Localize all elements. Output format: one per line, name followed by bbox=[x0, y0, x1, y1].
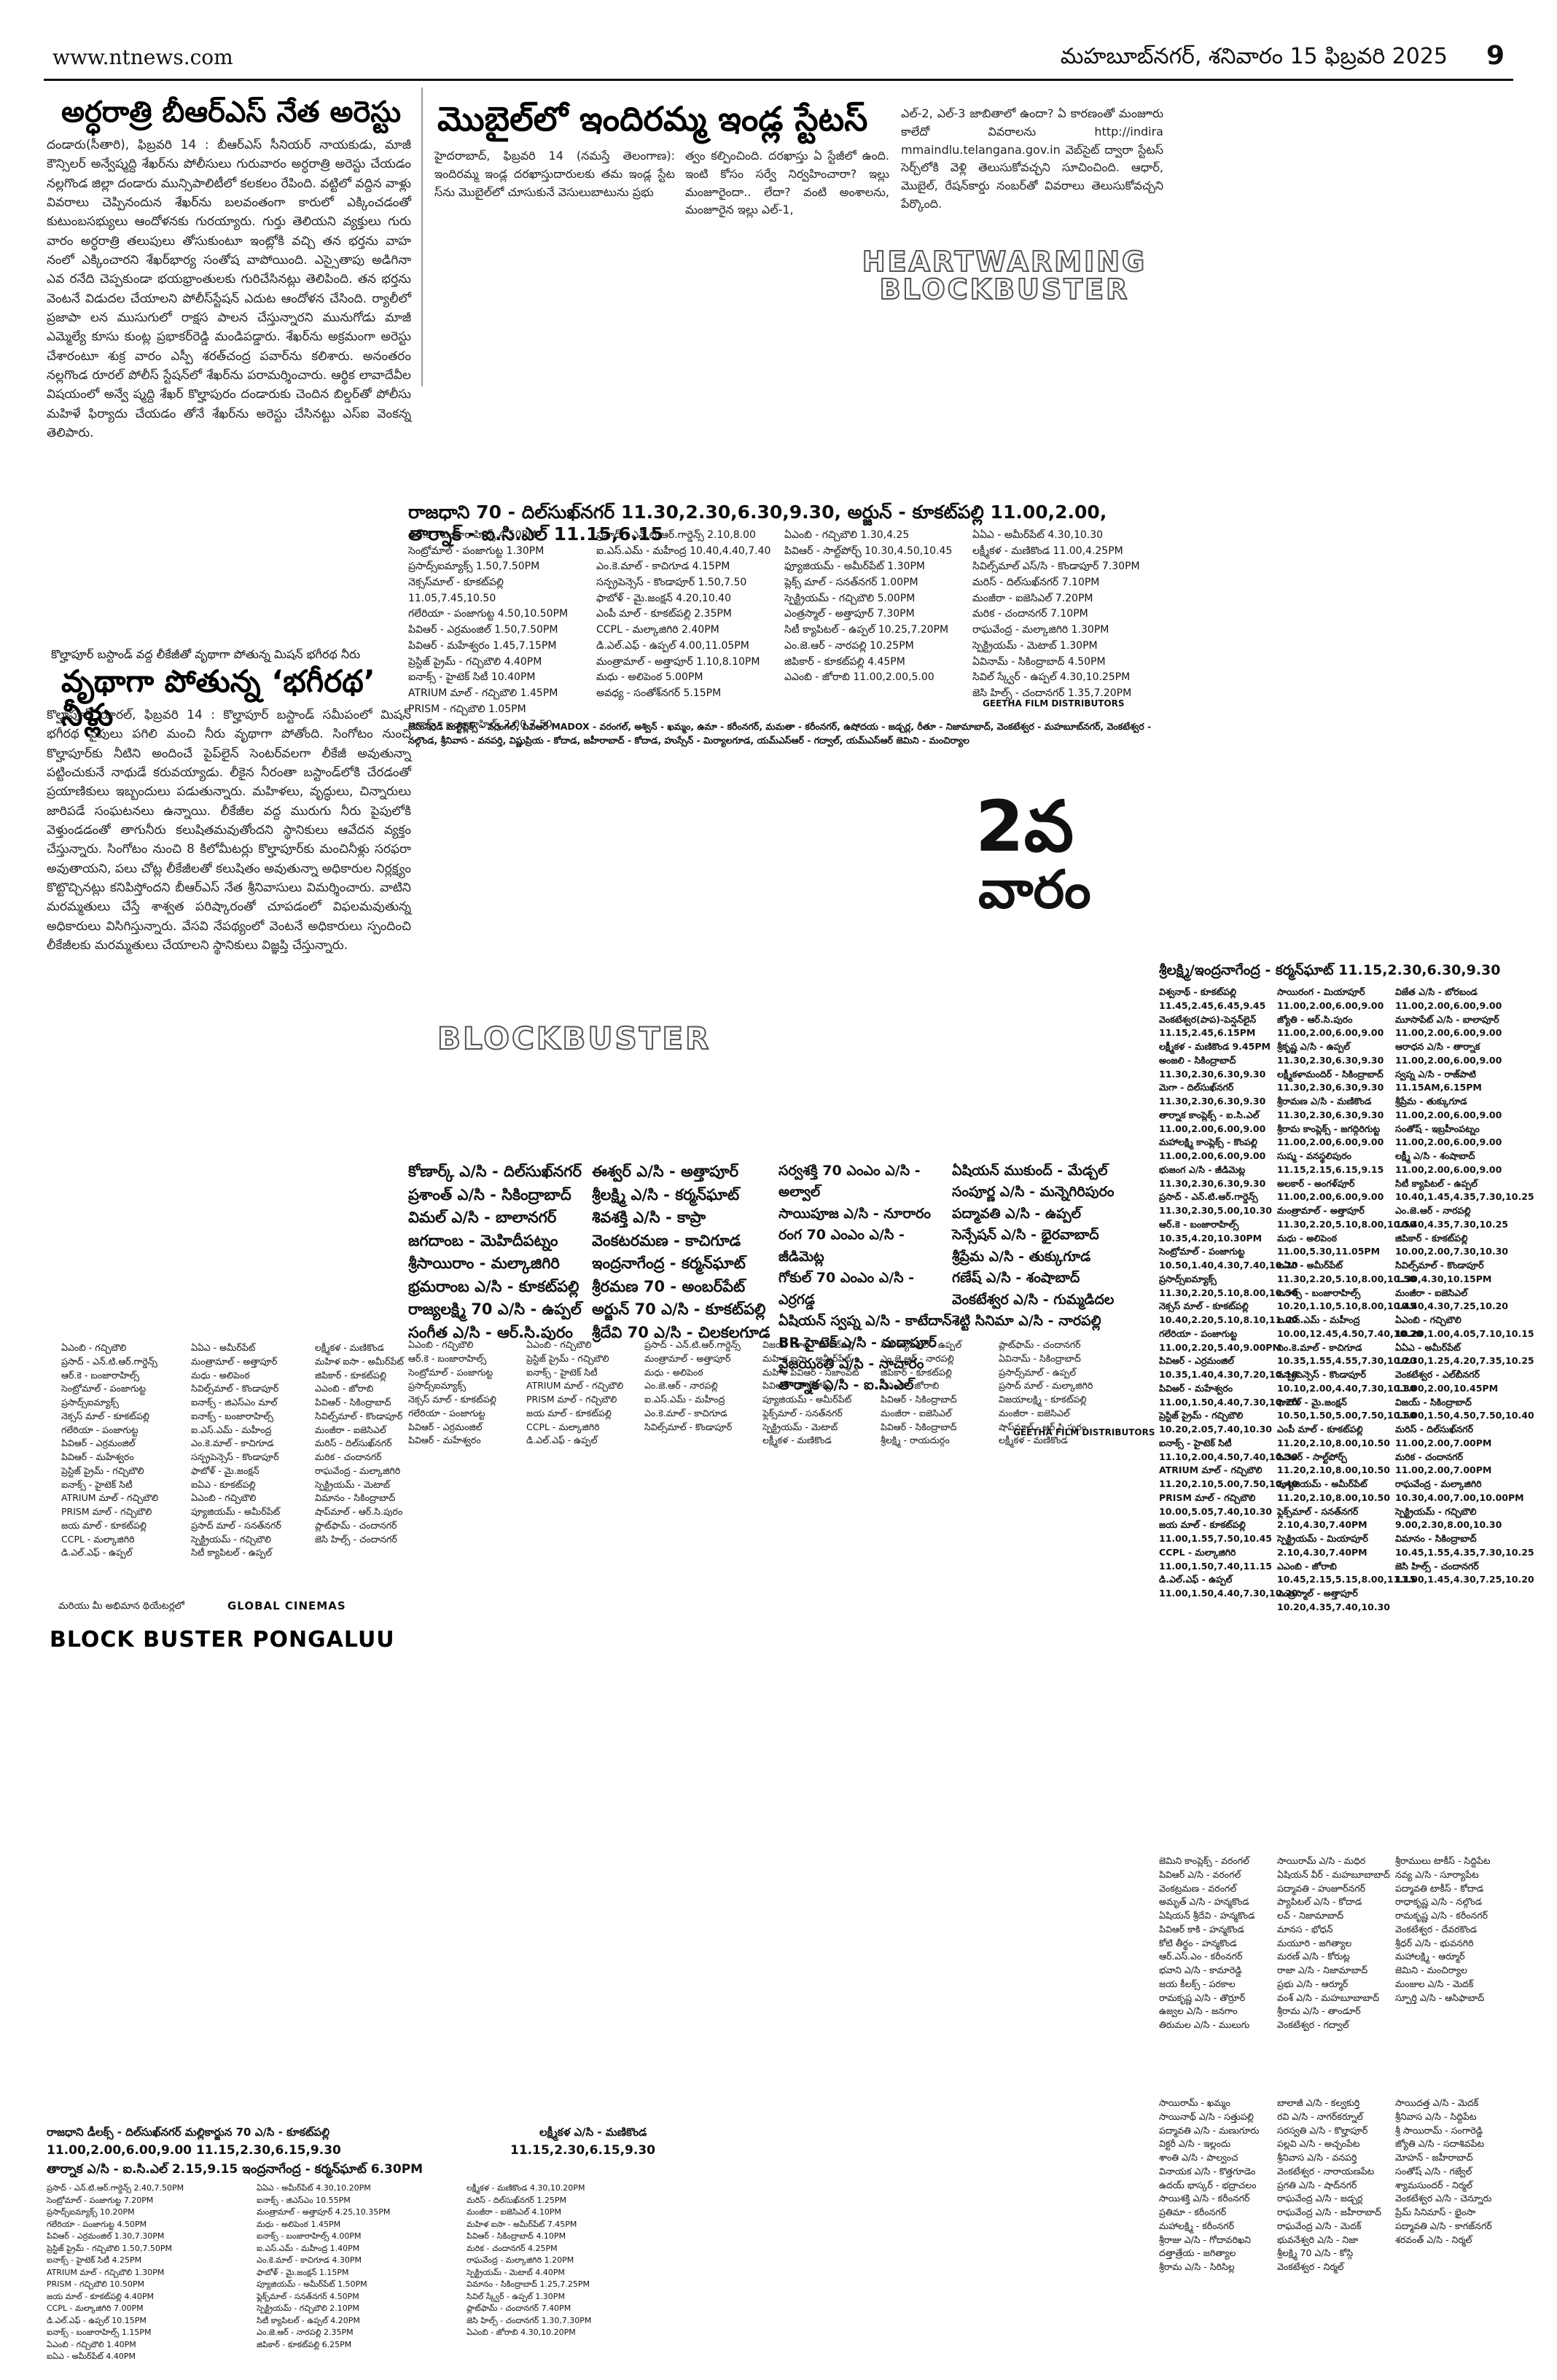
ad-bottom-times-a: 11.00,2.00,6.00,9.00 11.15,2.30,6.15,9.3… bbox=[47, 2143, 341, 2158]
ad-bottom-col2: ఏఏఎ - అమీర్‌పేట్ 4.30,10.20PM ఐనాక్స్ - … bbox=[257, 2183, 391, 2349]
ad-right-dist2: సాయిరామ్ ఎ/సి - మధిర ఏషియన్ వీర్ - మహబూబ… bbox=[1277, 1855, 1390, 2030]
column-divider bbox=[421, 87, 423, 386]
ad-right-col2: సాయిరంగ - మియాపూర్ 11.00,2.00,6.00,9.00 … bbox=[1277, 986, 1423, 1612]
edition-date: మహబూబ్‌నగర్, శనివారం 15 ఫిబ్రవరి 2025 bbox=[1060, 44, 1448, 69]
week-badge-number: 2వ bbox=[975, 786, 1074, 867]
ad-right-col1: విశ్వనాథ్ - కూకట్‌పల్లి 11.45,2.45,6.45,… bbox=[1159, 986, 1298, 1599]
ad-rajadhani-col3: ఏఎంబి - గచ్చిబౌలి 1.30,4.25 పివిఆర్ - సా… bbox=[784, 529, 953, 684]
ad-mid-col4: ఏషియన్ ముకుంద్ - మేడ్చల్ సంపూర్ణ ఎ/సి - … bbox=[952, 1163, 1115, 1330]
ad-bottom-times-b: 11.15,2.30,6.15,9.30 bbox=[510, 2143, 655, 2158]
week-badge-label: వారం bbox=[978, 859, 1091, 920]
ad-global-distributor: GLOBAL CINEMAS bbox=[227, 1599, 346, 1612]
ad-right-dist4: సాయిరామ్ - ఖమ్మం సాయినాథ్ ఎ/సి - సత్తుపల… bbox=[1159, 2097, 1260, 2272]
article2-col3: ఎల్-2, ఎల్-3 జాబితాలో ఉందా? ఏ కారణంతో మం… bbox=[901, 106, 1163, 211]
ad-bottom-headline-b: లక్ష్మీకళ ఎ/సి - మణికొండ bbox=[539, 2126, 647, 2139]
article3-title: వృథాగా పోతున్న ‘భగీరథ’ నీళ్లు bbox=[61, 663, 375, 733]
article3-kicker: కొల్హాపూర్ బస్టాండ్ వద్ద లీకేజీతో వృథాగా… bbox=[51, 647, 361, 661]
article1-title: అర్ధరాత్రి బీఆర్‌ఎస్ నేత అరెస్టు bbox=[61, 95, 402, 129]
ad-rajadhani-col1: ఆర్.కె - బంజారాహిల్స్ 4.50PM సెంట్రో‌మాల… bbox=[408, 529, 569, 731]
ad-right-dist1: జెమిని కాంప్లెక్స్ - వరంగల్ పివిఆర్ ఎ/సి… bbox=[1159, 1855, 1255, 2030]
ad-right-dist5: బాలాజీ ఎ/సి - కల్వకుర్తి రవి ఎ/సి - నాగర… bbox=[1277, 2097, 1381, 2272]
article1-body: దండారు(సీతారి), ఫిబ్రవరి 14 : బీఆర్‌ఎస్ … bbox=[47, 138, 411, 441]
ad-rajadhani-col2: ప్రసాద్ - ఎన్.టి.ఆర్.గార్డెన్స్ 2.10,8.0… bbox=[596, 529, 771, 699]
article3-body: కొల్హాపూర్ రూరల్, ఫిబ్రవరి 14 : కొల్హాపూ… bbox=[47, 708, 411, 953]
ad-bottom-headline-a: రాజధాని డీలక్స్ - దిల్‌సుఖ్‌నగర్ మల్లికా… bbox=[47, 2126, 330, 2139]
site-url[interactable]: www.ntnews.com bbox=[52, 45, 233, 69]
ad-tagline-blockbuster: BLOCKBUSTER bbox=[437, 1020, 711, 1057]
ad-mid-sub3: ప్రసాద్ - ఎన్.టి.ఆర్.గార్డెన్స్ మంత్రామా… bbox=[644, 1339, 741, 1432]
ad-rajadhani-headline: రాజధాని 70 - దిల్‌సుఖ్‌నగర్ 11.30,2.30,6… bbox=[408, 502, 1107, 545]
ad-mid-sub4: విజయ్ మాల్ - కూకట్‌పల్లి మహిళ ఐసా - అమీర… bbox=[762, 1339, 859, 1446]
ad-global-col2: ఏఏఎ - అమీర్‌పేట్ మంత్రామాల్ - అత్తాపూర్ … bbox=[191, 1342, 281, 1558]
ad-tagline-heartwarming: HEARTWARMING BLOCKBUSTER bbox=[862, 246, 1147, 305]
article2-col2: త్వం కల్పించింది. దరఖాస్తు ఏ స్టేజీలో ఉం… bbox=[685, 149, 889, 217]
ad-rajadhani-footer: జెమినిరెడ్ మల్టీప్లెక్స్ - వరంగల్, పివిఆ… bbox=[408, 721, 1152, 746]
ad-mid-sub2: ఏఎంబి - గచ్చిబౌలి ప్రెస్టిజ్ ప్రైమ్ - గచ… bbox=[526, 1339, 624, 1446]
ad-bottom-col3: లక్ష్మీకళ - మణికొండ 4.30,10.20PM మరిస్ -… bbox=[467, 2183, 592, 2337]
ad-rajadhani-distributor: GEETHA FILM DISTRIBUTORS bbox=[983, 698, 1125, 709]
ad-global-tagline: మరియు మీ అభిమాన థియేటర్లలో bbox=[58, 1601, 184, 1612]
ad-mid-col1: కోణార్క్ ఎ/సి - దిల్‌సుఖ్‌నగర్ ప్రశాంత్ … bbox=[408, 1163, 582, 1341]
ad-rajadhani-col4: ఏఏఎ - అమీర్‌పేట్ 4.30,10.30 లక్ష్మీకళ - … bbox=[972, 529, 1140, 699]
ad-global-banner: BLOCK BUSTER PONGALUU bbox=[50, 1627, 395, 1653]
ad-right-headline: శ్రీలక్ష్మి/ఇంద్రనాగేంద్ర - కర్మన్‌ఘాట్ … bbox=[1159, 962, 1501, 978]
article2-col1: హైదరాబాద్, ఫిబ్రవరి 14 (నమస్తే తెలంగాణ):… bbox=[434, 149, 675, 199]
ad-mid-sub5: సిటీ క్యాపిటల్ - ఉప్పల్ ఎం.జె.ఆర్ - నారప… bbox=[881, 1339, 962, 1446]
article2-title: మొబైల్‌లో ఇందిరమ్మ ఇండ్ల స్టేటస్ bbox=[437, 99, 868, 138]
ad-global-col1: ఏఎంబి - గచ్చిబౌలి ప్రసాద్ - ఎన్.టి.ఆర్.గ… bbox=[61, 1342, 159, 1558]
ad-mid-sub6: ప్లాట్‌ఫామ్ - చందానగర్ ఏవినామ్ - సికింద్… bbox=[999, 1339, 1093, 1446]
header-rule bbox=[44, 79, 1513, 81]
ad-mid-col3: సర్వశక్తి 70 ఎంఎం ఎ/సి - అల్వాల్ సాయిపూజ… bbox=[778, 1163, 952, 1394]
ad-right-dist3: శ్రీరాములు టాకీస్ - సిద్దిపేట నవ్య ఎ/సి … bbox=[1395, 1855, 1491, 2003]
page-number: 9 bbox=[1486, 41, 1505, 71]
ad-mid-sub1: ఏఎంబి - గచ్చిబౌలి ఆర్.కె - బంజారాహిల్స్ … bbox=[408, 1339, 496, 1446]
ad-mid-distributor: GEETHA FILM DISTRIBUTORS bbox=[1013, 1427, 1155, 1437]
ad-right-dist6: సాయిదత్త ఎ/సి - మెదక్ శ్రీనివాస ఎ/సి - స… bbox=[1395, 2097, 1492, 2245]
ad-bottom-col1: ప్రసాద్ - ఎన్.టి.ఆర్.గార్డెన్స్ 2.40,7.5… bbox=[47, 2183, 184, 2361]
ad-mid-col2: ఈశ్వర్ ఎ/సి - అత్తాపూర్ శ్రీలక్ష్మి ఎ/సి… bbox=[592, 1163, 770, 1341]
ad-right-col3: విజేత ఎ/సి - బోరబండ 11.00,2.00,6.00,9.00… bbox=[1395, 986, 1534, 1585]
ad-global-col3: లక్ష్మీకళ - మణికొండ మహిళ ఐసా - అమీర్‌పేట… bbox=[315, 1342, 404, 1545]
ad-bottom-headline-c: తార్నాక ఎ/సి - ఐ.సి.ఎల్ 2.15,9.15 ఇంద్రన… bbox=[47, 2162, 424, 2177]
